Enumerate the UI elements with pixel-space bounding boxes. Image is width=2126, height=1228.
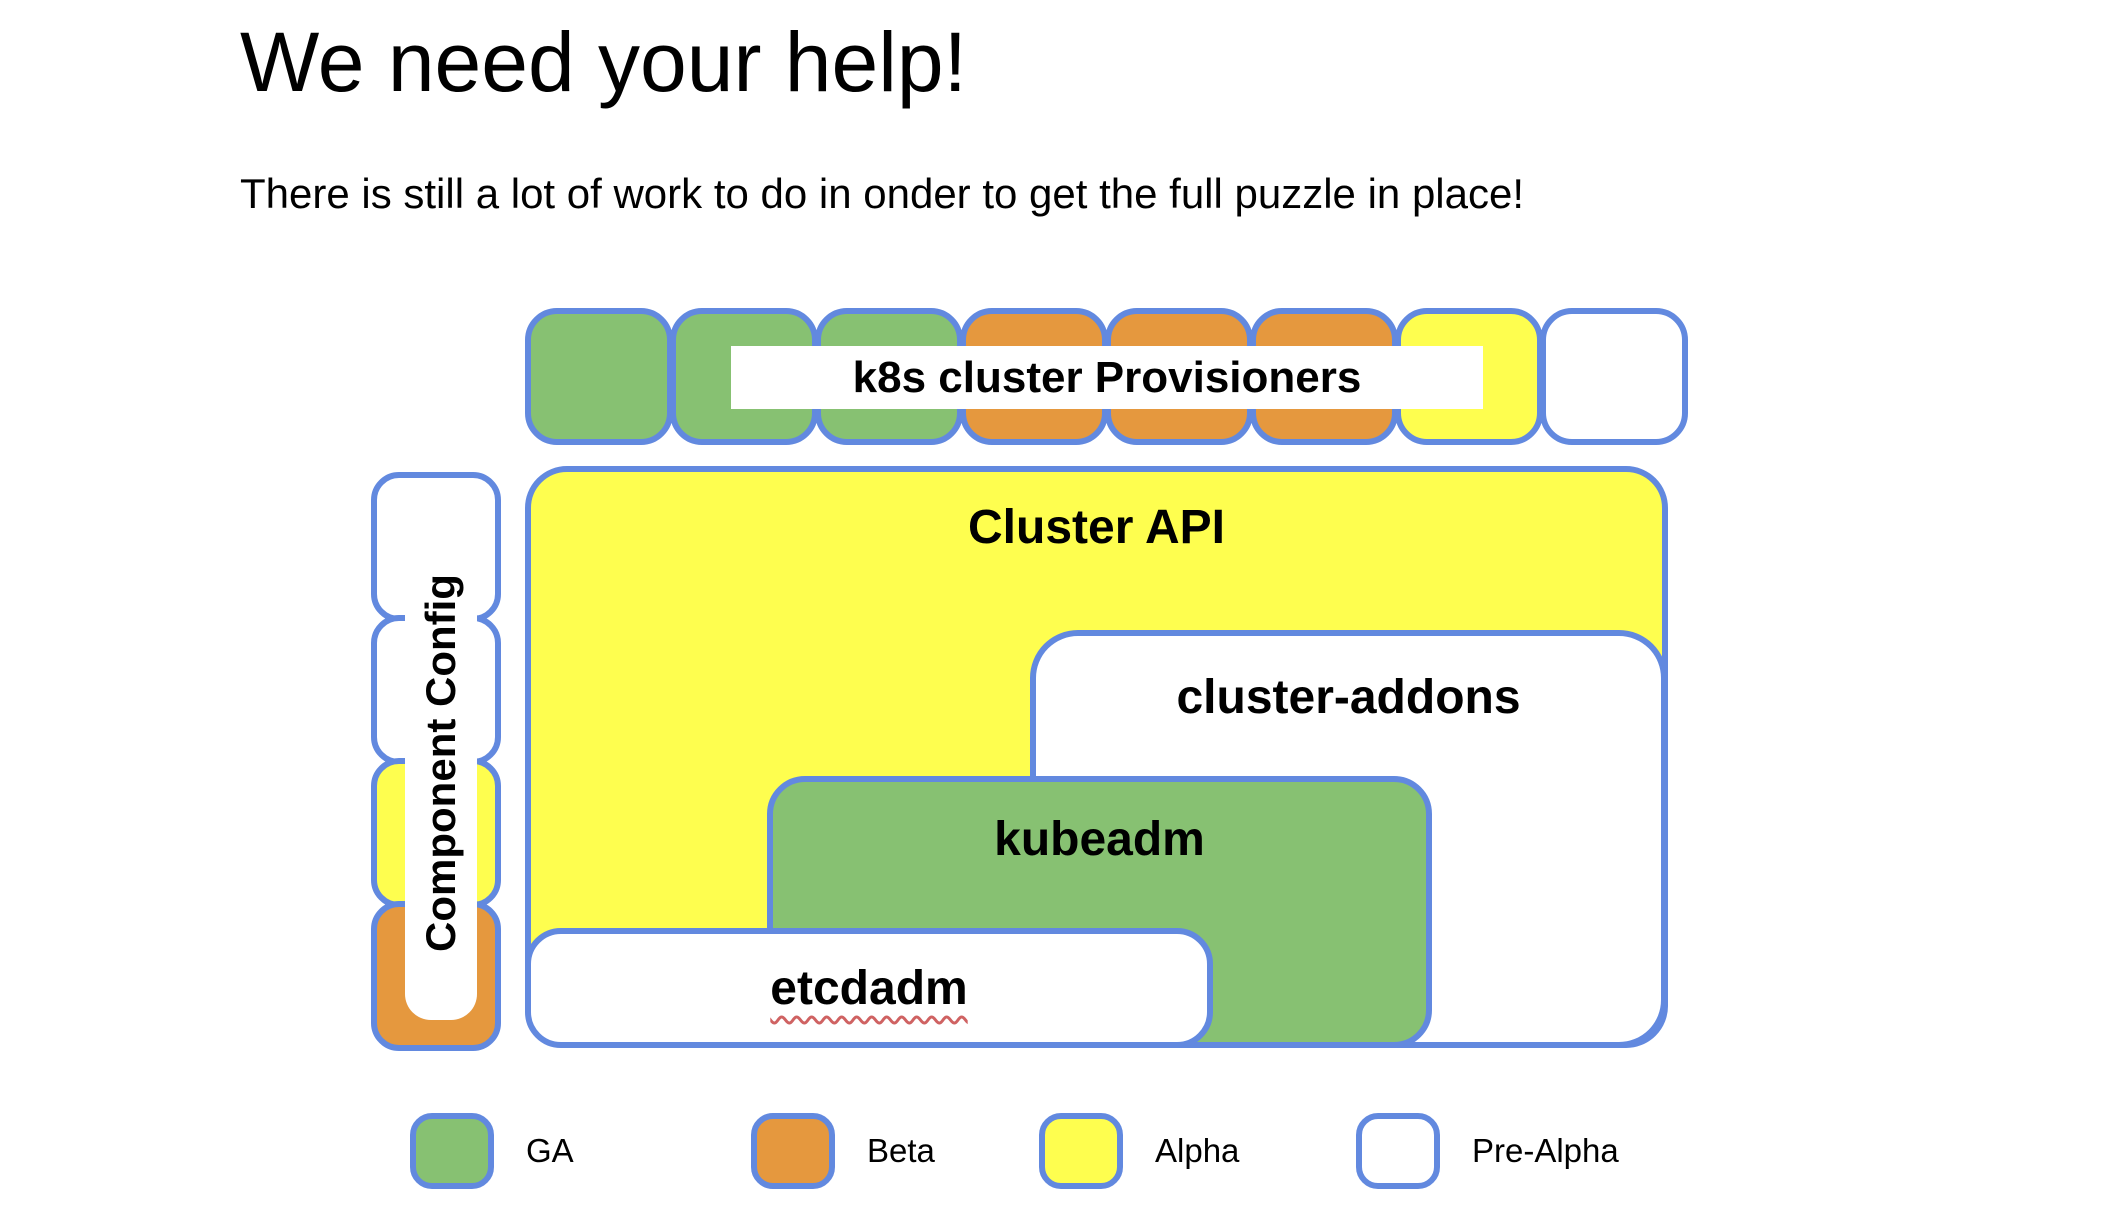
left-column-label-strip: Component Config — [405, 505, 477, 1020]
legend-swatch-beta — [751, 1113, 835, 1189]
page-subtitle: There is still a lot of work to do in on… — [240, 170, 1525, 217]
legend-swatch-prealpha — [1356, 1113, 1440, 1189]
page-title: We need your help! — [240, 15, 967, 109]
block-cluster-api-label: Cluster API — [968, 501, 1225, 554]
legend-item-prealpha: Pre-Alpha — [1356, 1113, 1619, 1189]
legend-swatch-ga — [410, 1113, 494, 1189]
block-etcdadm: etcdadm — [525, 928, 1213, 1048]
legend-item-alpha: Alpha — [1039, 1113, 1239, 1189]
block-cluster-addons-label: cluster-addons — [1176, 671, 1521, 724]
legend-label-alpha: Alpha — [1155, 1132, 1240, 1169]
top-row-label: k8s cluster Provisioners — [731, 346, 1483, 409]
legend-item-beta: Beta — [751, 1113, 935, 1189]
legend-item-ga: GA — [410, 1113, 574, 1189]
block-etcdadm-label: etcdadm — [770, 961, 968, 1015]
legend-label-ga: GA — [526, 1132, 574, 1169]
top-row-piece-1 — [525, 308, 673, 445]
legend-swatch-alpha — [1039, 1113, 1123, 1189]
legend-label-prealpha: Pre-Alpha — [1472, 1132, 1619, 1169]
left-column-label: Component Config — [417, 573, 465, 952]
block-kubeadm-label: kubeadm — [994, 813, 1205, 866]
legend-label-beta: Beta — [867, 1132, 935, 1169]
top-row-piece-8 — [1540, 308, 1688, 445]
